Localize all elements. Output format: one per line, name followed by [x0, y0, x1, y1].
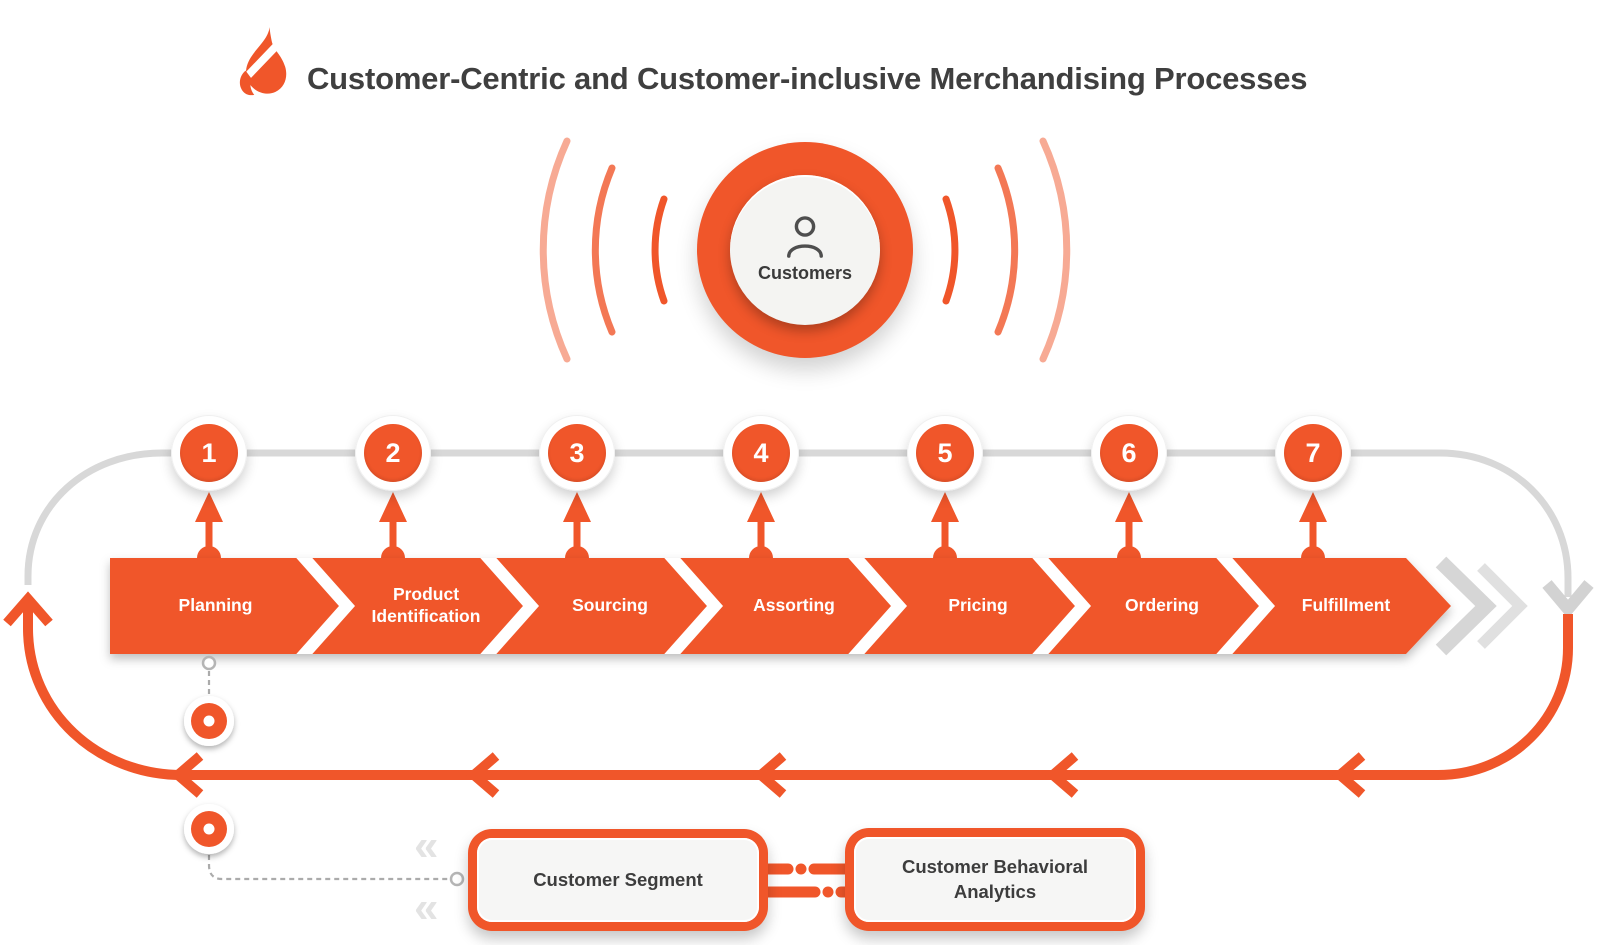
- signal-arc-right-inner: [942, 195, 959, 305]
- signal-arc-right-middle: [994, 164, 1019, 336]
- connector-node: [184, 696, 234, 746]
- chevron-band-base: [110, 558, 1451, 654]
- customers-hub: Customers: [730, 175, 880, 325]
- flow-continue-icon: [1435, 556, 1528, 656]
- connector-node: [184, 804, 234, 854]
- connector-endpoint-ring: [201, 655, 217, 671]
- customer-segment-box: Customer Segment: [468, 829, 768, 931]
- process-chevron-band: [110, 556, 1528, 656]
- loop-arrow-left-icon: [466, 752, 500, 798]
- step-circle-3: 3: [539, 415, 615, 491]
- loop-arrow-left-icon: [1332, 752, 1366, 798]
- signal-waves: [539, 137, 1071, 363]
- feedback-connectors: [184, 655, 465, 887]
- step-circle-2: 2: [355, 415, 431, 491]
- step-number: 1: [180, 424, 238, 482]
- step-circle-6: 6: [1091, 415, 1167, 491]
- step-circle-1: 1: [171, 415, 247, 491]
- flame-icon: [233, 27, 287, 96]
- chevron-separators: [294, 558, 1276, 654]
- box-link-connector: [761, 863, 853, 898]
- loop-arrow-up-icon: [3, 591, 53, 627]
- signal-arc-left-outer: [539, 137, 571, 363]
- step-number: 3: [548, 424, 606, 482]
- signal-arc-left-middle: [591, 164, 616, 336]
- connector-endpoint-ring: [449, 871, 465, 887]
- signal-arc-left-inner: [651, 195, 668, 305]
- customer-behavioral-analytics-label: Customer Behavioral Analytics: [854, 837, 1136, 922]
- step-number: 6: [1100, 424, 1158, 482]
- flow-loop-gray-line: [24, 449, 1572, 597]
- loop-arrow-down-icon: [1542, 580, 1594, 619]
- customer-segment-label: Customer Segment: [477, 838, 759, 922]
- signal-arc-right-outer: [1039, 137, 1071, 363]
- person-icon: [787, 216, 823, 258]
- page-title: Customer-Centric and Customer-inclusive …: [307, 60, 1308, 96]
- step-number: 5: [916, 424, 974, 482]
- double-chevron-left-icon: «: [414, 821, 439, 870]
- loop-arrow-left-icon: [1045, 752, 1079, 798]
- customer-behavioral-analytics-box: Customer Behavioral Analytics: [845, 828, 1145, 931]
- double-chevron-left-icon: «: [414, 883, 439, 932]
- step-number: 2: [364, 424, 422, 482]
- loop-arrow-left-icon: [170, 752, 204, 798]
- loop-arrow-left-icon: [753, 752, 787, 798]
- feedback-loop: [3, 591, 1573, 798]
- step-circle-5: 5: [907, 415, 983, 491]
- dashed-line-node-to-box: [207, 837, 449, 881]
- step-circle-7: 7: [1275, 415, 1351, 491]
- step-number: 4: [732, 424, 790, 482]
- step-number: 7: [1284, 424, 1342, 482]
- customers-label: Customers: [757, 263, 853, 283]
- step-circle-4: 4: [723, 415, 799, 491]
